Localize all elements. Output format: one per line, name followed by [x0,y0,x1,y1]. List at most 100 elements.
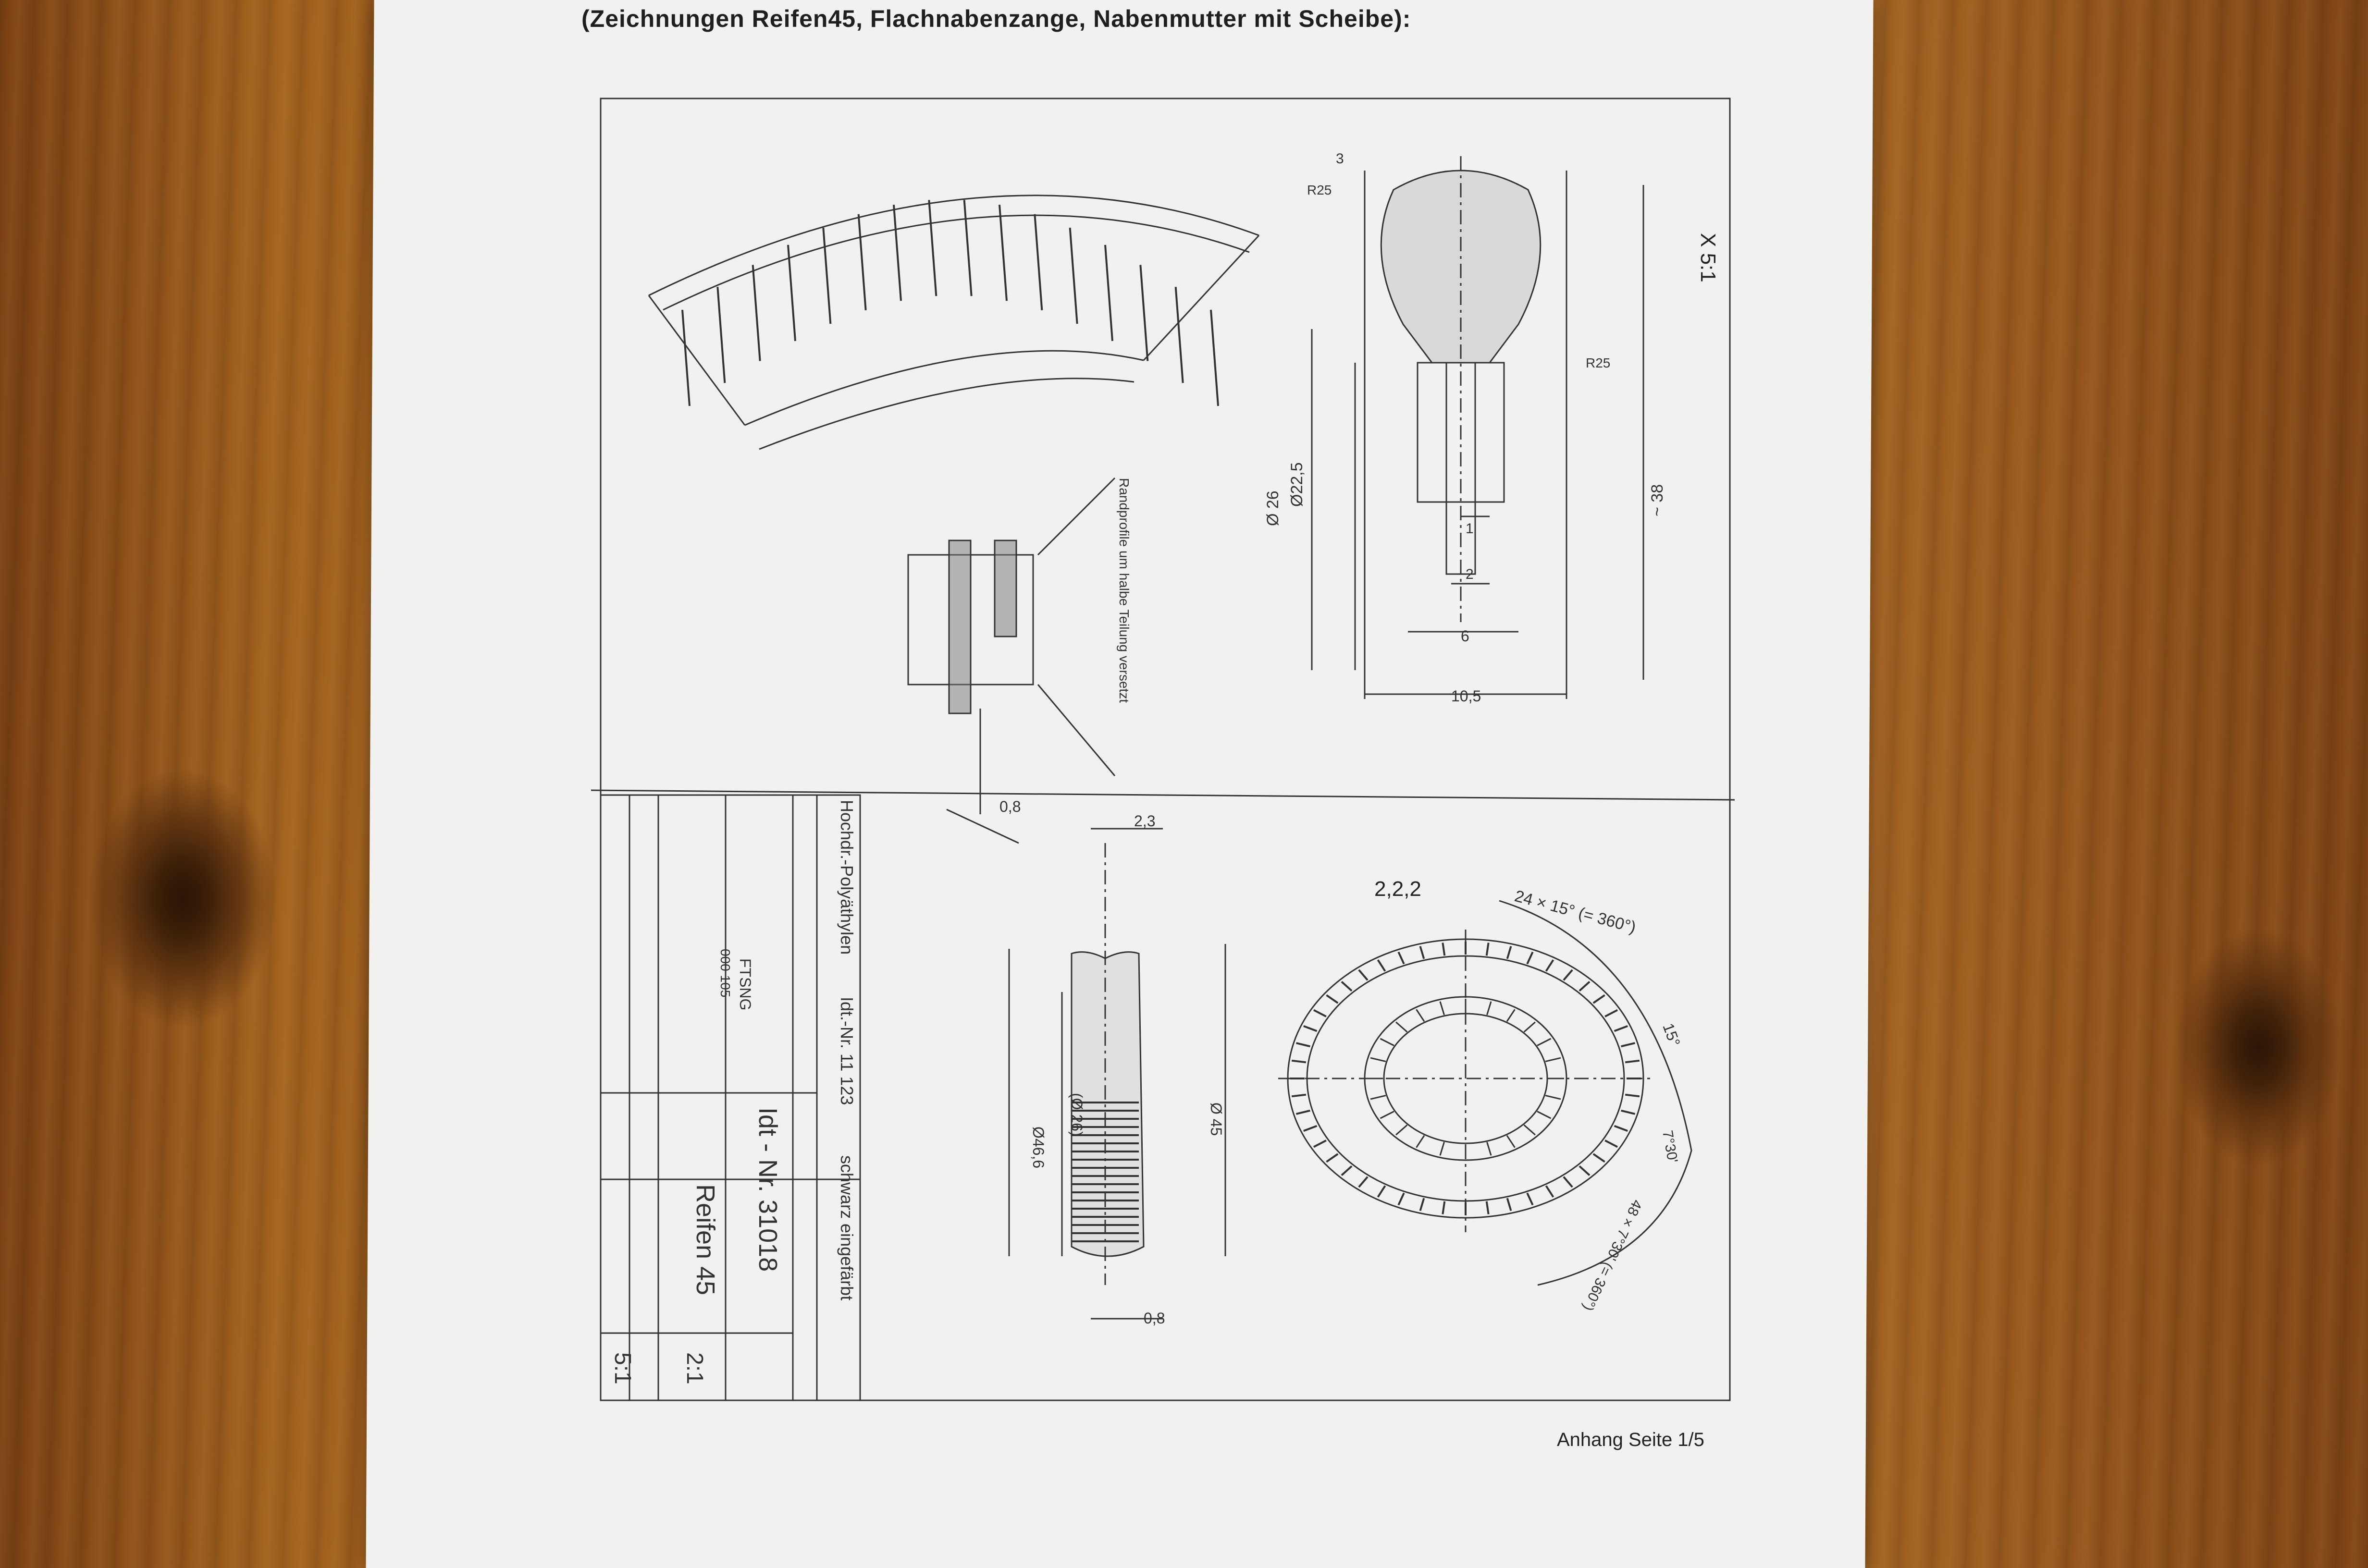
outer-slot [1419,1198,1425,1211]
outer-slot [1625,1059,1640,1064]
outer-slot [1303,1125,1318,1132]
outer-slot [1377,959,1386,972]
label-15deg: 15° [1659,1021,1683,1049]
dim-0-8: 0,8 [999,798,1021,815]
outer-slot [1419,946,1425,959]
detail-scale-label: X 5:1 [1696,233,1720,282]
mark-222: 2,2,2 [1374,877,1421,901]
outer-slot [1526,1192,1534,1206]
dim-w3: 3 [1336,151,1344,167]
inner-tooth [1416,1009,1425,1022]
tread-groove [963,200,973,296]
outer-slot [1592,994,1605,1004]
tyre-side-profile [1008,828,1226,1320]
inner-tooth [1523,1124,1536,1136]
outer-slot [1604,1009,1618,1017]
outer-slot [1358,969,1369,981]
outer-slot [1563,969,1573,981]
outer-slot [1621,1109,1636,1115]
dim-r25b: R25 [1586,355,1610,370]
outer-slot [1326,994,1339,1004]
outer-slot [1291,1059,1307,1064]
outer-slot [1614,1125,1628,1132]
tread-groove [1069,227,1078,324]
drawing-frame [600,98,1731,1401]
tyre-segment-view [648,195,1260,450]
outer-slot [1295,1109,1310,1115]
outer-slot [1526,951,1534,965]
technical-drawing: X 5:1 Ø22,5 Ø 26 ~ 38 6 10,5 1 2 3 R25 R… [586,94,1739,1410]
dim-d26b: (Ø 26) [1068,1093,1085,1137]
dim-d225: Ø22,5 [1288,462,1306,507]
inner-tooth [1380,1038,1394,1046]
tb-idt-small: Idt.-Nr. 11 123 [837,997,857,1105]
outer-slot [1579,1165,1591,1176]
outer-slot [1625,1093,1640,1098]
outer-slot [1485,1201,1490,1214]
outer-slot [1358,1176,1369,1188]
note-randprofile: Randprofile um halbe Teilung versetzt [1117,478,1132,703]
tb-scale-1: 2:1 [682,1352,707,1384]
tread-groove [928,200,937,296]
inner-tooth [1486,1001,1492,1016]
dim-w105: 10,5 [1451,687,1481,705]
tb-color: schwarz eingefärbt [837,1155,857,1300]
outer-slot [1604,1139,1618,1148]
outer-slot [1545,959,1554,972]
outer-slot [1397,1192,1405,1206]
tread-groove [1139,265,1149,361]
outer-slot [1341,1165,1353,1176]
dim-w6: 6 [1461,627,1469,645]
outer-slot [1485,943,1490,956]
tb-code: FTSNG [737,958,754,1010]
outer-slot [1341,980,1353,992]
tb-idt-number: Idt - Nr. 31018 [753,1107,782,1272]
tread-groove [1174,287,1184,383]
tb-material: Hochdr.-Polyäthylen [837,800,857,955]
tread-groove [787,245,796,341]
inner-tooth [1395,1124,1408,1136]
inner-tooth [1537,1038,1552,1046]
tyre-front-view [1278,900,1692,1286]
tb-scale-2: 5:1 [610,1352,635,1384]
inner-tooth [1439,1141,1445,1156]
inner-tooth [1545,1057,1561,1063]
page-title: (Zeichnungen Reifen45, Flachnabenzange, … [581,5,1411,32]
title-block [600,794,861,1401]
tread-groove [681,309,691,406]
dim-d45: Ø 45 [1208,1102,1225,1136]
inner-tooth [1370,1094,1386,1100]
tread-groove [1210,309,1219,406]
dim-w2: 2 [1466,566,1474,582]
outer-slot [1291,1093,1307,1098]
tread-profile-detail [907,477,1116,844]
dim-d26: Ø 26 [1264,490,1282,526]
tread-groove [893,205,902,301]
outer-slot [1313,1139,1327,1148]
tread-groove [857,214,867,310]
outer-slot [1592,1153,1605,1163]
inner-tooth [1370,1057,1386,1063]
inner-tooth [1506,1135,1516,1148]
outer-slot [1579,980,1591,992]
inner-tooth [1416,1135,1425,1148]
cross-section-detail [1311,156,1644,699]
outer-slot [1326,1153,1339,1163]
outer-slot [1545,1185,1554,1198]
outer-slot [1506,946,1512,959]
outer-slot [1295,1042,1310,1048]
drawing-svg: X 5:1 Ø22,5 Ø 26 ~ 38 6 10,5 1 2 3 R25 R… [591,98,1735,1401]
inner-tooth [1537,1111,1552,1119]
dim-w1: 1 [1466,521,1474,537]
tread-groove [1034,214,1043,310]
inner-tooth [1523,1021,1536,1033]
outer-slot [1313,1009,1327,1017]
outer-slot [1397,951,1405,965]
outer-slot [1506,1198,1512,1211]
dim-len38: ~ 38 [1648,484,1666,516]
tread-groove [1104,245,1113,341]
inner-tooth [1395,1021,1408,1033]
tb-part-name: Reifen 45 [691,1184,720,1295]
dim-r25a: R25 [1307,183,1332,197]
tread-groove [752,265,761,361]
